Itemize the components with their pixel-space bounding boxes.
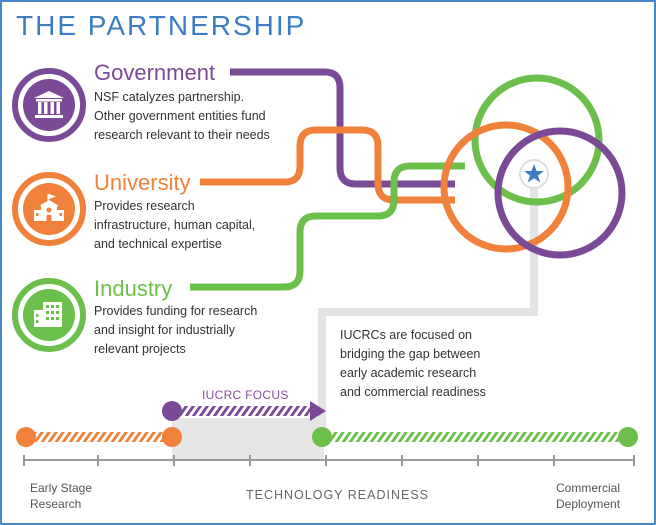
note-line: bridging the gap between (340, 347, 481, 361)
government-description: NSF catalyzes partnership. Other governm… (94, 88, 294, 145)
iucrc-note: IUCRCs are focused on bridging the gap b… (340, 326, 510, 402)
industry-desc-line: and insight for industrially (94, 323, 236, 337)
government-desc-line: research relevant to their needs (94, 128, 270, 142)
venn-circle-university (440, 121, 572, 253)
axis-right-label: Commercial Deployment (556, 480, 620, 512)
focus-arrow-head (310, 401, 326, 421)
university-desc-line: infrastructure, human capital, (94, 218, 256, 232)
research-hatched-bar (28, 432, 172, 442)
axis-left-line: Early Stage (30, 481, 93, 495)
note-line: early academic research (340, 366, 477, 380)
industry-icon-badge (12, 278, 86, 352)
axis-left-line: Research (30, 497, 82, 511)
government-building-icon (34, 91, 64, 118)
deployment-hatched-bar (324, 432, 628, 442)
government-icon-badge (12, 68, 86, 142)
industry-desc-line: Provides funding for research (94, 304, 258, 318)
note-line: and commercial readiness (340, 385, 486, 399)
venn-circle-industry (471, 74, 603, 206)
university-school-icon (34, 194, 64, 221)
axis-right-line: Commercial (556, 481, 621, 495)
timeline-dot-purple (162, 401, 182, 421)
university-connector-line (200, 126, 455, 204)
iucrc-focus-label: IUCRC FOCUS (202, 388, 289, 402)
axis-left-label: Early Stage Research (30, 480, 92, 512)
note-line: IUCRCs are focused on (340, 328, 473, 342)
venn-circle-government (494, 127, 626, 259)
university-icon-badge (12, 172, 86, 246)
axis-right-line: Deployment (556, 497, 621, 511)
industry-heading: Industry (94, 276, 173, 301)
government-desc-line: Other government entities fund (94, 109, 266, 123)
timeline-dot-green (312, 427, 332, 447)
university-description: Provides research infrastructure, human … (94, 197, 294, 254)
government-heading: Government (94, 60, 216, 85)
timeline-dot-orange (162, 427, 182, 447)
timeline-dot-end (618, 427, 638, 447)
timeline-dot-start (16, 427, 36, 447)
university-heading: University (94, 170, 191, 195)
page-title: THE PARTNERSHIP (16, 10, 307, 41)
university-desc-line: Provides research (94, 199, 195, 213)
government-desc-line: NSF catalyzes partnership. (94, 90, 245, 104)
focus-hatched-arrow (174, 406, 312, 416)
industry-office-building-icon (34, 302, 62, 327)
industry-connector-line (190, 162, 465, 291)
iucrc-focus-region (172, 418, 324, 460)
industry-description: Provides funding for research and insigh… (94, 302, 294, 359)
industry-desc-line: relevant projects (94, 342, 186, 356)
university-desc-line: and technical expertise (94, 237, 222, 251)
star-icon (524, 164, 544, 183)
axis-center-label: TECHNOLOGY READINESS (246, 488, 430, 502)
